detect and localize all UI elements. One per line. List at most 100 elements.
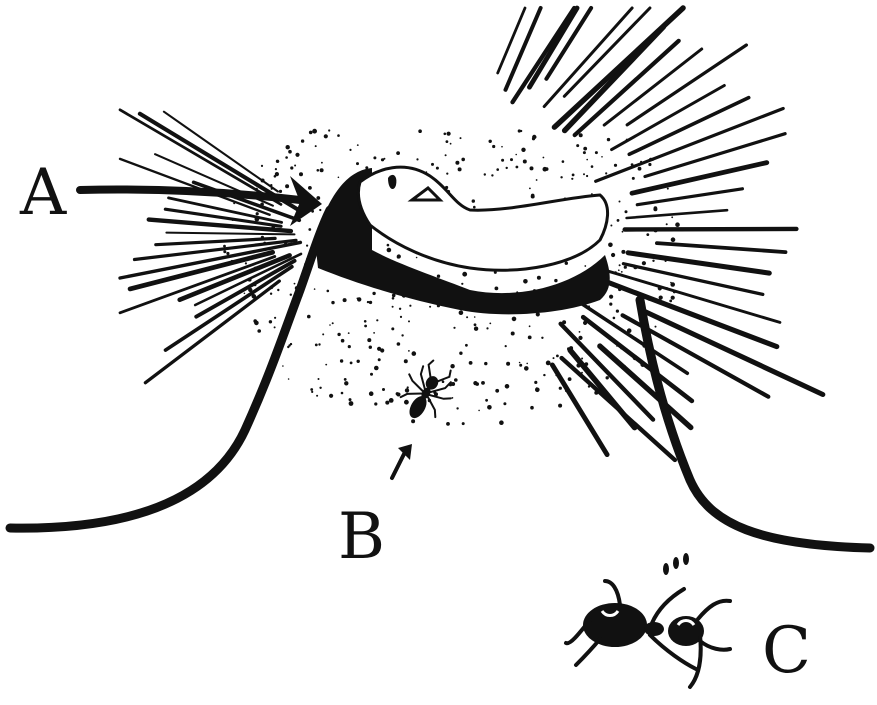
stipple-dot [484,362,487,365]
radiating-stroke [166,233,294,235]
radiating-stroke [637,189,742,205]
stipple-dot [560,176,562,178]
stipple-dot [369,301,372,304]
stipple-dot [558,404,562,408]
stipple-dot [387,244,390,247]
stipple-dot [255,217,260,222]
stipple-dot [486,327,488,329]
stipple-dot [642,261,646,265]
stipple-dot [671,237,676,242]
radiating-stroke [164,112,278,192]
stipple-dot [450,143,452,145]
stipple-dot [285,184,289,188]
stipple-dot [499,420,504,425]
stipple-dot [344,378,347,381]
stipple-dot [632,177,635,180]
stipple-dot [583,173,585,175]
stipple-dot [531,194,535,198]
radiating-stroke [498,8,525,73]
stipple-dot [381,158,384,161]
stipple-dot [397,256,400,259]
stipple-dot [474,327,478,331]
stipple-dot [404,400,409,405]
stipple-dot [316,196,320,200]
stipple-dot [261,165,263,167]
stipple-dot [606,376,609,379]
stipple-dot [610,225,612,227]
stipple-dot [523,160,527,164]
stipple-dot [285,156,288,159]
stipple-dot [255,188,258,191]
stipple-dot [290,294,292,296]
stipple-dot [318,343,320,345]
stipple-dot [559,387,562,390]
stipple-dot [588,305,590,307]
stipple-dot [338,177,340,179]
stipple-dot [456,407,458,409]
stipple-dot [263,242,266,245]
stipple-dot [396,392,399,395]
stipple-dot [668,341,671,344]
stipple-dot [455,161,459,165]
stipple-dot [288,344,290,346]
radiating-stroke [604,49,702,125]
stipple-dot [436,167,439,170]
stipple-dot [248,278,252,282]
stipple-dot [626,349,628,351]
stipple-dot [320,168,324,172]
stipple-dot [411,419,415,423]
stipple-dot [437,275,440,278]
stipple-dot [665,260,667,262]
stipple-dot [372,292,375,295]
stipple-dot [274,175,277,178]
stipple-dot [628,317,630,319]
stipple-dot [496,168,499,171]
stipple-dot [295,153,299,157]
stipple-dot [495,287,499,291]
stipple-dot [337,134,340,137]
stipple-dot [594,381,596,383]
stipple-dot [618,269,620,271]
radiating-stroke [544,8,632,107]
stipple-dot [260,203,264,207]
stipple-dot [378,358,381,361]
stipple-dot [226,252,229,255]
stipple-dot [583,147,587,151]
stipple-dot [392,306,394,308]
stipple-dot [666,223,668,225]
stipple-dot [408,350,410,352]
stipple-dot [328,129,330,131]
stipple-dot [324,134,328,138]
stipple-dots [223,129,680,426]
stipple-dot [315,344,318,347]
stipple-dot [631,163,634,166]
stipple-dot [299,172,303,176]
stipple-dot [452,397,454,399]
stipple-dot [516,166,519,169]
stipple-dot [640,362,645,367]
stipple-dot [341,339,345,343]
stipple-dot [288,378,290,380]
stipple-dot [465,344,468,347]
stipple-dot [245,262,247,264]
stipple-dot [357,144,359,146]
stipple-dot [357,297,361,301]
stipple-dot [648,163,651,166]
stipple-dot [257,329,261,333]
stipple-dot [608,243,613,248]
stipple-dot [256,212,259,215]
stipple-dot [315,145,317,147]
stipple-dot [621,250,625,254]
stipple-dot [529,188,531,190]
stipple-dot [277,161,279,163]
radiating-stroke [596,109,784,182]
stipple-dot [270,286,274,290]
stipple-dot [523,279,528,284]
stipple-dot [370,373,373,376]
stipple-dot [469,361,473,365]
stipple-dot [474,316,476,318]
stipple-dot [669,300,672,303]
stipple-dot [576,363,580,367]
stipple-dot [666,287,668,289]
stipple-dot [491,174,493,176]
